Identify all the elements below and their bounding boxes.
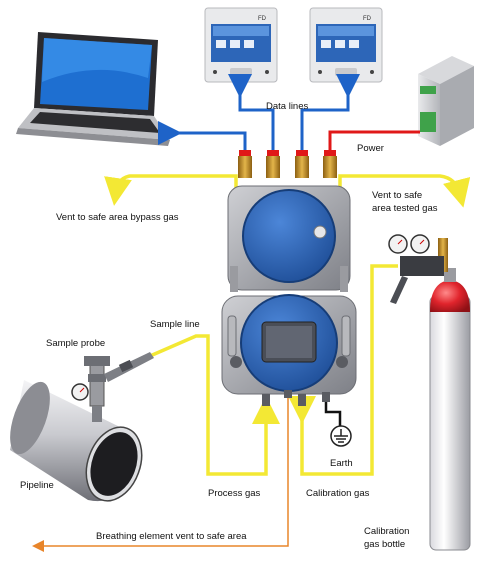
power-label: Power (357, 143, 384, 154)
sample-probe-label: Sample probe (46, 338, 106, 349)
earth-ground-icon (330, 425, 352, 447)
pipeline-icon (10, 380, 143, 502)
earth-label: Earth (330, 458, 353, 469)
sample-line (149, 334, 280, 476)
sample-probe-icon (71, 352, 154, 422)
data-lines-label: Data lines (266, 101, 309, 112)
sample-line-label: Sample line (150, 319, 200, 330)
breathing-vent-line (32, 392, 289, 552)
power-supply-icon (418, 56, 474, 146)
laptop-icon (16, 32, 170, 146)
panel-brand-2: FD (363, 16, 372, 22)
process-gas-label: Process gas (208, 488, 261, 499)
calibration-gas-bottle-icon (388, 234, 471, 551)
fitting-2 (266, 150, 280, 178)
calibration-bottle-label-line2: gas bottle (364, 539, 406, 550)
display-panel-icon (204, 7, 278, 83)
vent-bypass-line (104, 174, 238, 270)
panel-brand-1: FD (258, 16, 267, 22)
earth-line (324, 400, 342, 426)
pipeline-label: Pipeline (20, 480, 54, 491)
data-line-laptop (158, 121, 247, 160)
calibration-line (288, 264, 398, 476)
vent-tested-label-line1: Vent to safe (372, 190, 423, 201)
fitting-4 (323, 150, 337, 178)
fitting-3 (295, 150, 309, 178)
display-panel-icon (309, 7, 383, 83)
calibration-gas-label: Calibration gas (306, 488, 370, 499)
calibration-bottle-label-line1: Calibration (364, 526, 410, 537)
vent-bypass-label: Vent to safe area bypass gas (56, 212, 179, 223)
data-line-panel-1 (228, 74, 275, 160)
analyser-enclosure (221, 185, 357, 406)
vent-tested-label-line2: area tested gas (372, 203, 438, 214)
vent-tested-line (338, 174, 471, 270)
data-line-panel-2 (300, 74, 360, 160)
breathing-vent-label: Breathing element vent to safe area (96, 531, 247, 542)
fitting-1 (238, 150, 252, 178)
